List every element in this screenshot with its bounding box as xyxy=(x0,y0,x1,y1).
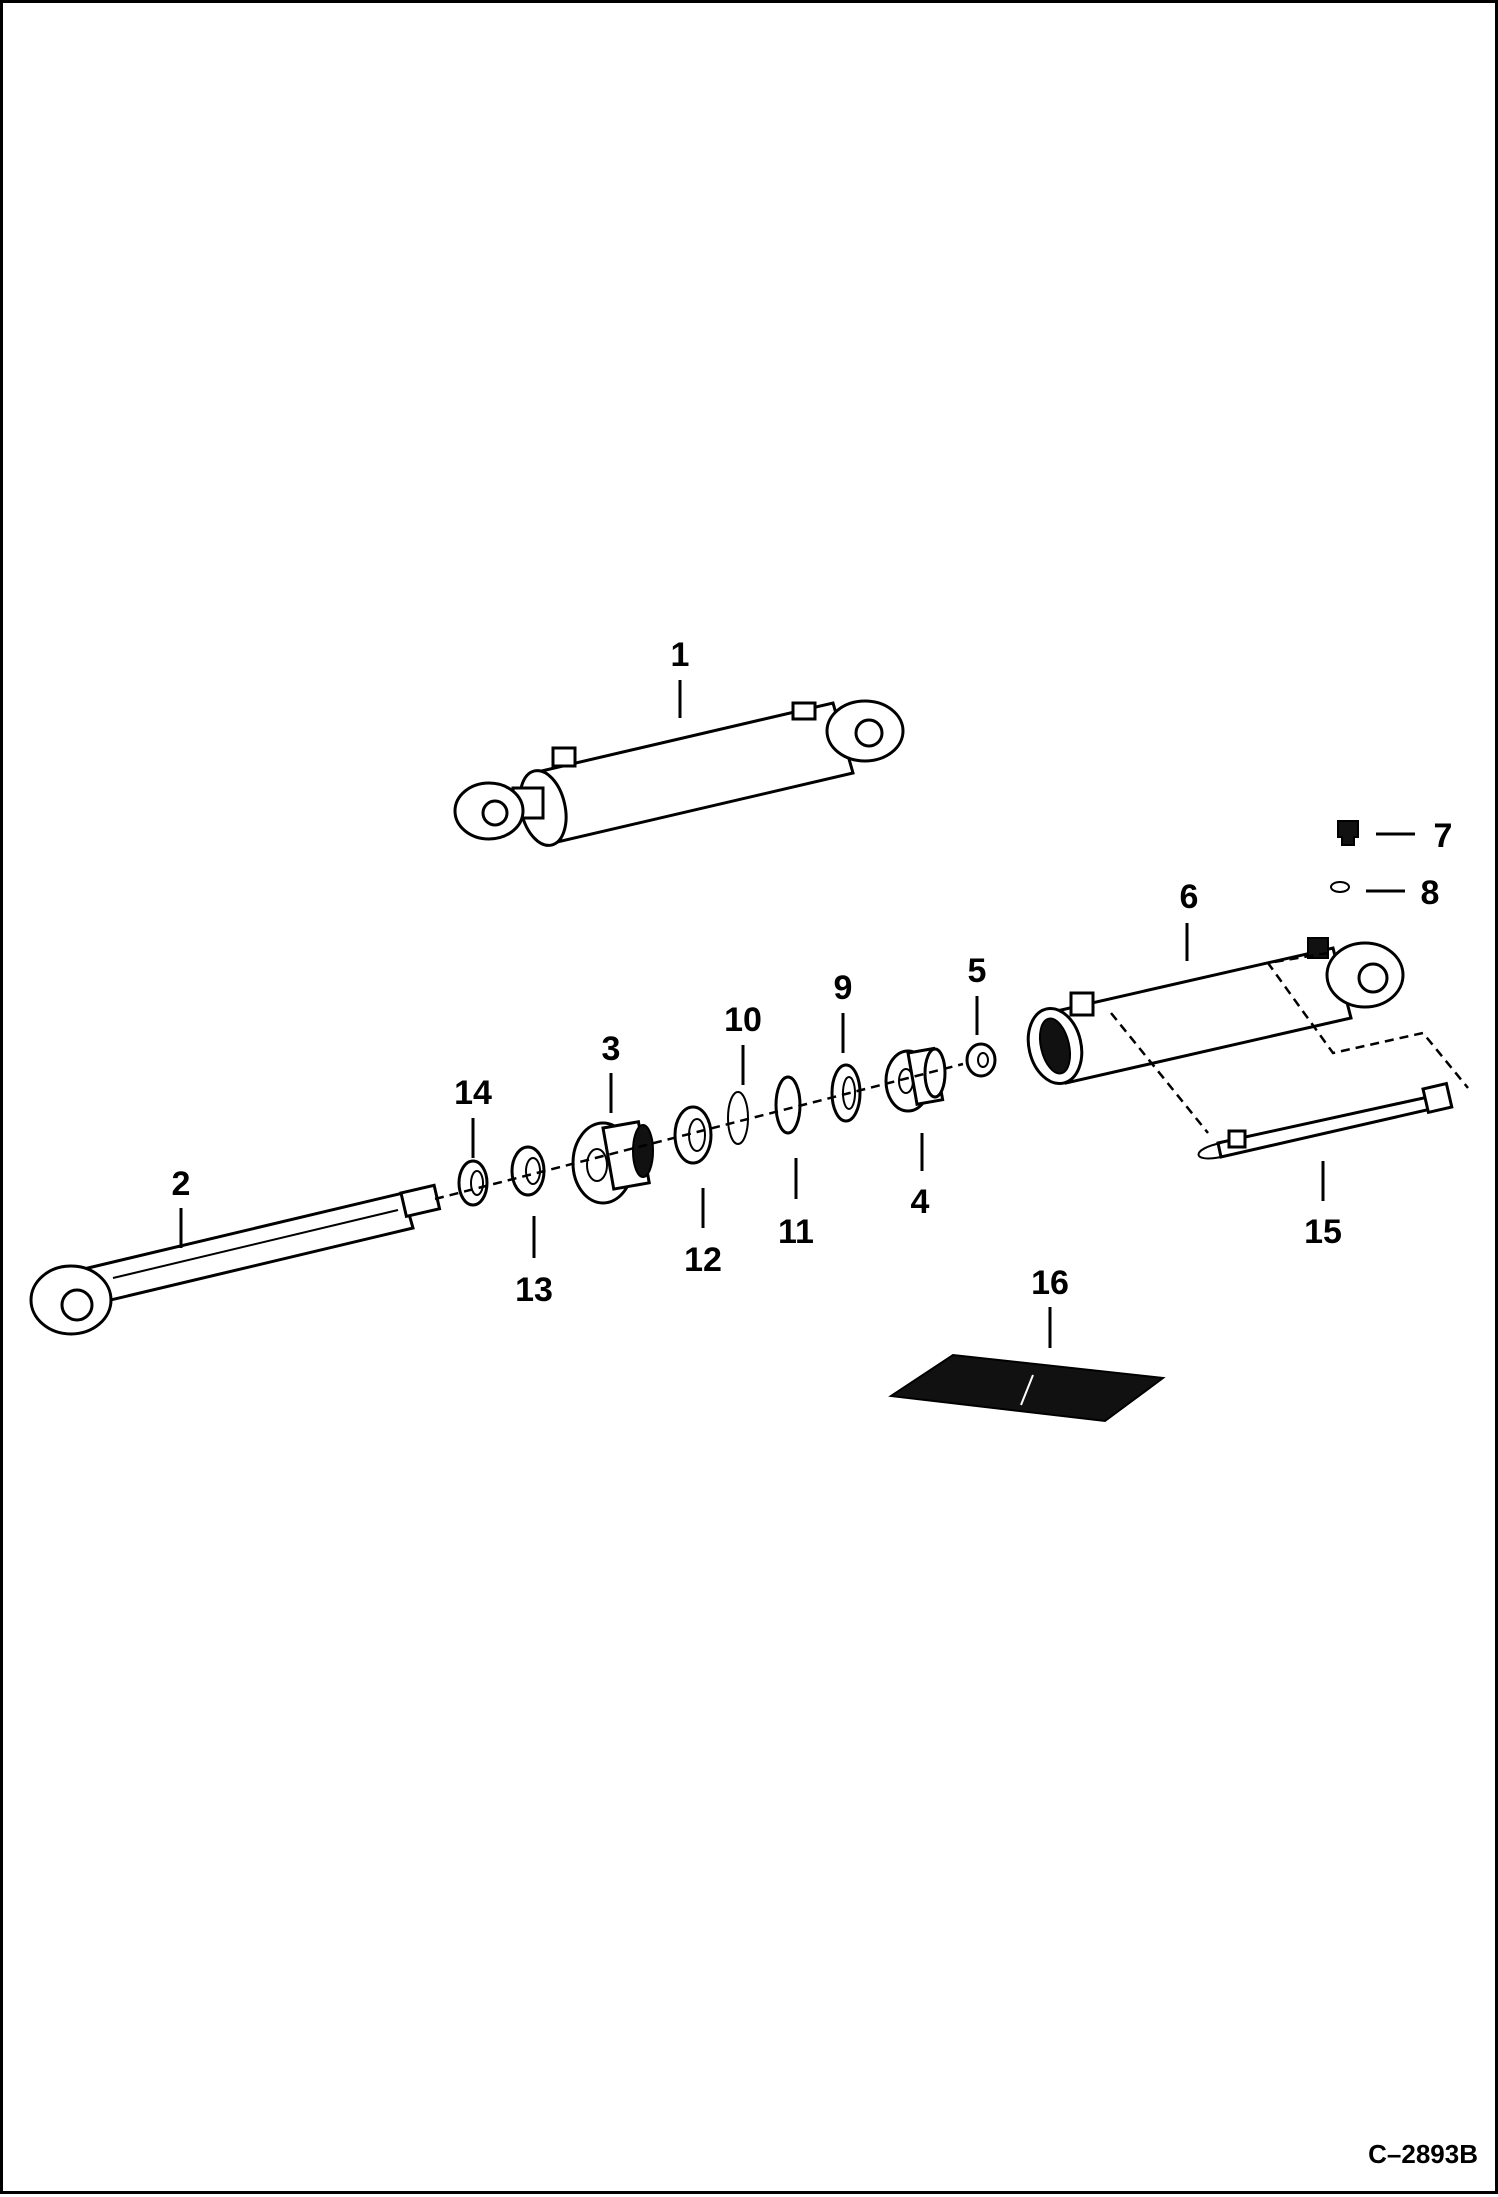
callout-3: 3 xyxy=(602,1030,621,1068)
part-10-o-ring xyxy=(727,1091,749,1145)
callout-12: 12 xyxy=(684,1241,722,1279)
callout-10: 10 xyxy=(724,1001,762,1039)
leader-lines xyxy=(179,680,1415,1348)
callout-16: 16 xyxy=(1031,1264,1069,1302)
callout-6: 6 xyxy=(1180,878,1199,916)
part-2-piston-rod xyxy=(29,1183,442,1336)
callout-2: 2 xyxy=(172,1165,191,1203)
callout-14: 14 xyxy=(454,1074,492,1112)
part-14-wiper-seal xyxy=(457,1159,489,1207)
callout-15: 15 xyxy=(1304,1213,1342,1251)
part-15-tube-line xyxy=(1197,1081,1454,1160)
tube-routing-lines xyxy=(1110,951,1469,1134)
callout-7: 7 xyxy=(1434,817,1453,855)
part-5-lock-nut xyxy=(965,1042,997,1078)
part-8-o-ring xyxy=(1330,881,1350,893)
part-12-seal-ring xyxy=(673,1105,713,1165)
drawing-reference-code: C–2893B xyxy=(1368,2139,1478,2169)
part-6-cylinder-barrel xyxy=(1026,937,1405,1085)
part-4-piston xyxy=(884,1046,947,1113)
callout-4: 4 xyxy=(911,1183,930,1221)
callout-11: 11 xyxy=(778,1213,814,1251)
part-13-rod-seal xyxy=(510,1145,546,1197)
callout-9: 9 xyxy=(834,969,853,1007)
assembly-centerline xyxy=(434,1062,964,1201)
callout-labels: 1 2 3 4 5 6 7 8 9 10 11 12 13 14 15 16 xyxy=(172,636,1453,1309)
part-7-breather-plug xyxy=(1337,820,1359,846)
part-1-cylinder-assembly xyxy=(453,699,905,847)
callout-8: 8 xyxy=(1421,874,1440,912)
exploded-parts-diagram: 1 2 3 4 5 6 7 8 9 10 11 12 13 14 15 16 C… xyxy=(29,636,1478,2169)
part-3-gland xyxy=(571,1120,654,1205)
callout-5: 5 xyxy=(968,952,987,990)
callout-1: 1 xyxy=(671,636,690,674)
part-11-backup-ring xyxy=(774,1075,802,1135)
callout-13: 13 xyxy=(515,1271,553,1309)
part-16-seal-kit xyxy=(888,1353,1166,1423)
